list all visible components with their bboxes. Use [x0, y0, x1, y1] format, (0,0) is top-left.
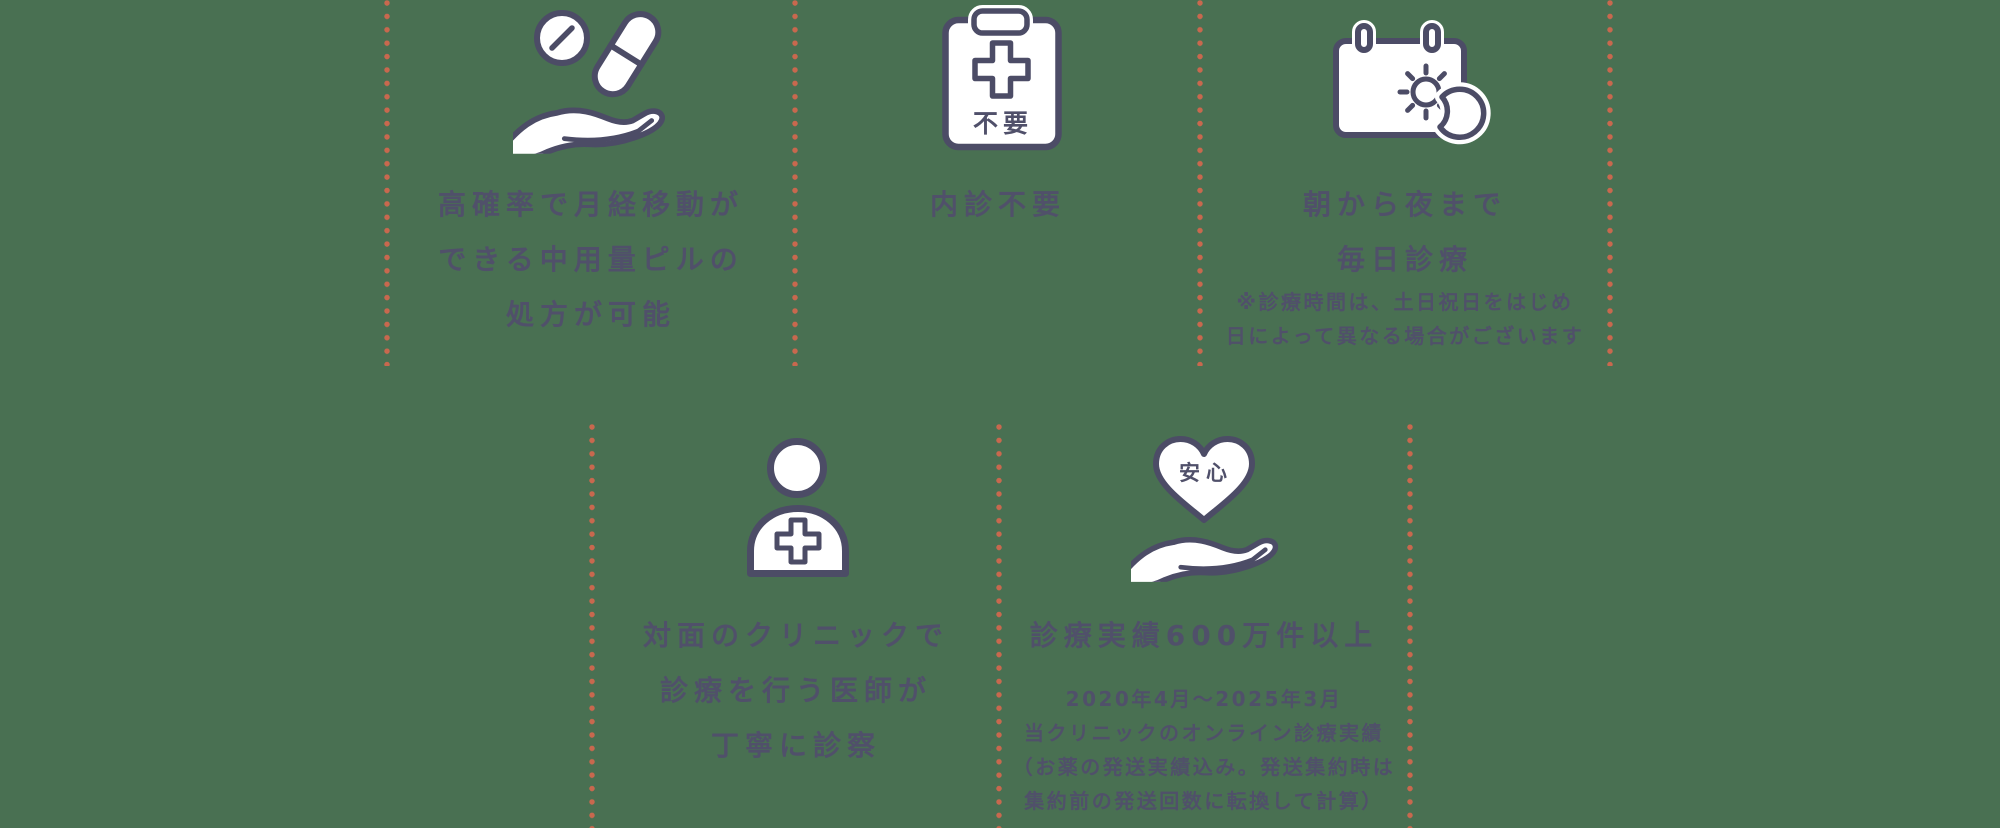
title-line: 診療を行う医師が: [659, 674, 932, 707]
feature-title: 高確率で月経移動が できる中用量ピルの 処方が可能: [389, 177, 793, 342]
note-line: 日によって異なる場合がございます: [1225, 323, 1585, 348]
heart-badge-label: 安心: [1179, 461, 1233, 485]
calendar-sun-moon-icon: [1329, 16, 1491, 146]
feature-title: 内診不要: [796, 177, 1200, 232]
note-line: ※診療時間は、土日祝日をはじめ: [1236, 290, 1574, 314]
title-line: 毎日診療: [1336, 243, 1473, 276]
feature-note: ※診療時間は、土日祝日をはじめ 日によって異なる場合がございます: [1203, 286, 1607, 353]
title-line: 内診不要: [929, 188, 1066, 221]
clipboard-not-required-icon: 不要: [941, 5, 1063, 154]
dotted-divider: [1407, 424, 1413, 828]
title-line: 朝から夜まで: [1302, 188, 1507, 221]
title-line: できる中用量ピルの: [438, 243, 744, 276]
feature-note: 2020年4月〜2025年3月 当クリニックのオンライン診療実績 （お薬の発送実…: [1002, 682, 1406, 818]
dotted-divider: [589, 424, 595, 828]
title-line: 診療実績600万件以上: [1029, 619, 1379, 652]
note-line: 集約前の発送回数に転換して計算）: [1024, 789, 1384, 813]
title-line: 対面のクリニックで: [642, 619, 949, 652]
title-line: 処方が可能: [505, 298, 676, 331]
note-line: （お薬の発送実績込み。発送集約時は: [1012, 755, 1396, 779]
title-line: 高確率で月経移動が: [437, 188, 744, 221]
heart-in-hand-icon: 安心: [1128, 433, 1280, 583]
dotted-divider: [1197, 0, 1203, 366]
dotted-divider: [996, 424, 1002, 828]
dotted-divider: [792, 0, 798, 366]
dotted-divider: [384, 0, 390, 366]
note-line: 当クリニックのオンライン診療実績: [1024, 721, 1384, 745]
pills-in-hand-icon: [512, 6, 670, 152]
feature-title: 朝から夜まで 毎日診療: [1203, 177, 1607, 287]
title-line: 丁寧に診察: [710, 729, 881, 762]
feature-title: 診療実績600万件以上: [1002, 608, 1406, 663]
note-line: 2020年4月〜2025年3月: [1065, 687, 1343, 711]
doctor-icon: [739, 437, 853, 577]
clipboard-badge-label: 不要: [973, 109, 1033, 138]
feature-title: 対面のクリニックで 診療を行う医師が 丁寧に診察: [594, 608, 998, 773]
dotted-divider: [1607, 0, 1613, 366]
